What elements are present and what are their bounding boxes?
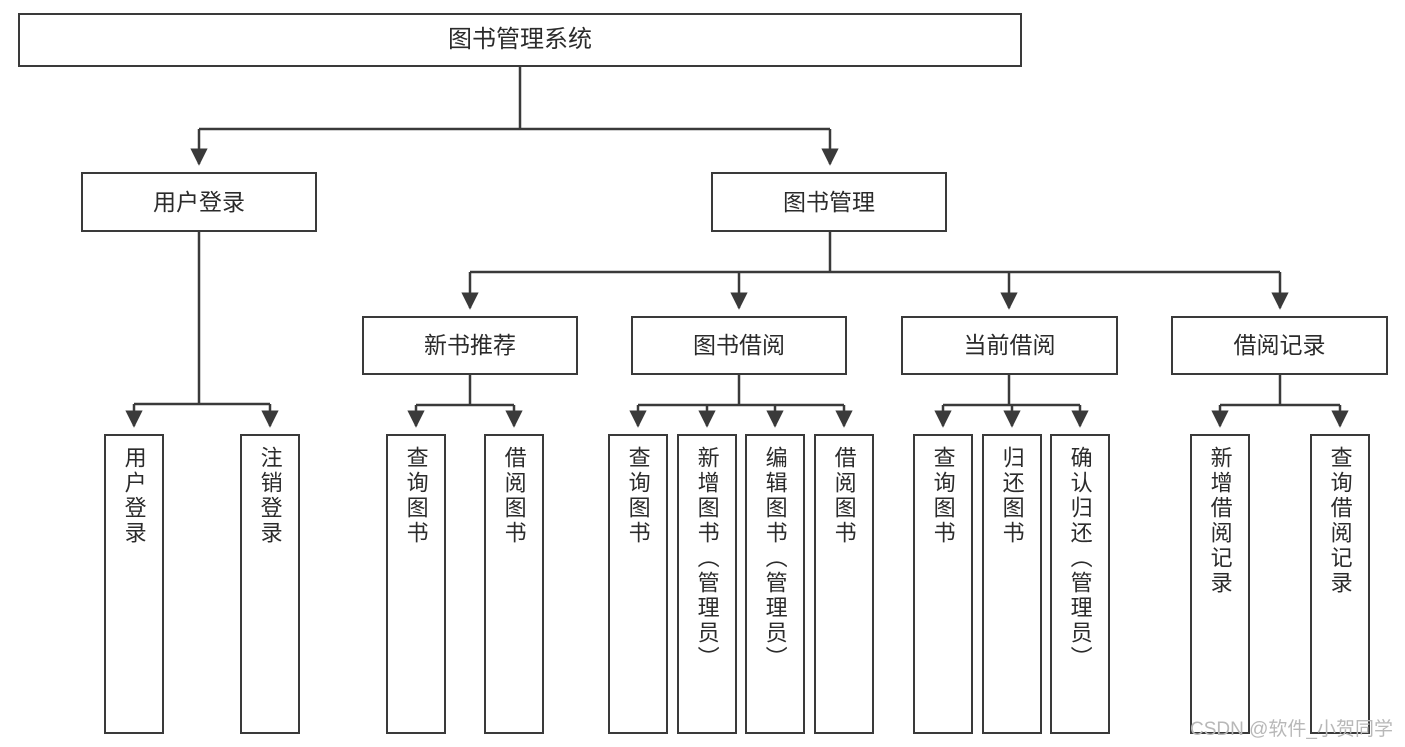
node-new-book-recommendation-label: 新书推荐 [424, 332, 516, 359]
node-borrow-records[interactable]: 借阅记录 [1171, 316, 1388, 375]
leaf-edit-book-admin[interactable]: 编辑图书（管理员） [745, 434, 805, 734]
node-new-book-recommendation[interactable]: 新书推荐 [362, 316, 578, 375]
node-book-management[interactable]: 图书管理 [711, 172, 947, 232]
leaf-query-books-recommend-label: 查询图书 [403, 446, 429, 546]
leaf-add-borrow-record-label: 新增借阅记录 [1207, 446, 1233, 596]
leaf-borrow-books-recommend[interactable]: 借阅图书 [484, 434, 544, 734]
leaf-add-borrow-record[interactable]: 新增借阅记录 [1190, 434, 1250, 734]
node-user-login[interactable]: 用户登录 [81, 172, 317, 232]
watermark: CSDN @软件_小贺同学 [1190, 719, 1393, 740]
node-root-label: 图书管理系统 [448, 26, 592, 54]
node-current-borrowing-label: 当前借阅 [963, 332, 1056, 359]
leaf-query-books-borrowing-label: 查询图书 [625, 446, 651, 546]
leaf-borrow-book[interactable]: 借阅图书 [814, 434, 874, 734]
leaf-edit-book-admin-label: 编辑图书（管理员） [762, 446, 788, 671]
leaf-query-books-current[interactable]: 查询图书 [913, 434, 973, 734]
leaf-add-book-admin[interactable]: 新增图书（管理员） [677, 434, 737, 734]
node-book-borrowing-label: 图书借阅 [693, 332, 785, 359]
node-book-borrowing[interactable]: 图书借阅 [631, 316, 847, 375]
leaf-confirm-return-admin[interactable]: 确认归还（管理员） [1050, 434, 1110, 734]
leaf-user-login[interactable]: 用户登录 [104, 434, 164, 734]
leaf-logout-label: 注销登录 [257, 446, 283, 546]
leaf-query-books-current-label: 查询图书 [930, 446, 956, 546]
leaf-confirm-return-admin-label: 确认归还（管理员） [1067, 446, 1093, 671]
leaf-borrow-books-recommend-label: 借阅图书 [501, 446, 527, 546]
node-user-login-label: 用户登录 [153, 188, 245, 215]
leaf-return-book[interactable]: 归还图书 [982, 434, 1042, 734]
node-current-borrowing[interactable]: 当前借阅 [901, 316, 1118, 375]
leaf-user-login-label: 用户登录 [121, 446, 147, 546]
leaf-query-books-borrowing[interactable]: 查询图书 [608, 434, 668, 734]
leaf-logout[interactable]: 注销登录 [240, 434, 300, 734]
leaf-query-books-recommend[interactable]: 查询图书 [386, 434, 446, 734]
node-book-management-label: 图书管理 [783, 188, 875, 215]
leaf-return-book-label: 归还图书 [999, 446, 1025, 546]
node-root[interactable]: 图书管理系统 [18, 13, 1022, 67]
leaf-borrow-book-label: 借阅图书 [831, 446, 857, 546]
node-borrow-records-label: 借阅记录 [1233, 332, 1326, 359]
leaf-query-borrow-record[interactable]: 查询借阅记录 [1310, 434, 1370, 734]
leaf-add-book-admin-label: 新增图书（管理员） [694, 446, 720, 671]
leaf-query-borrow-record-label: 查询借阅记录 [1327, 446, 1353, 596]
